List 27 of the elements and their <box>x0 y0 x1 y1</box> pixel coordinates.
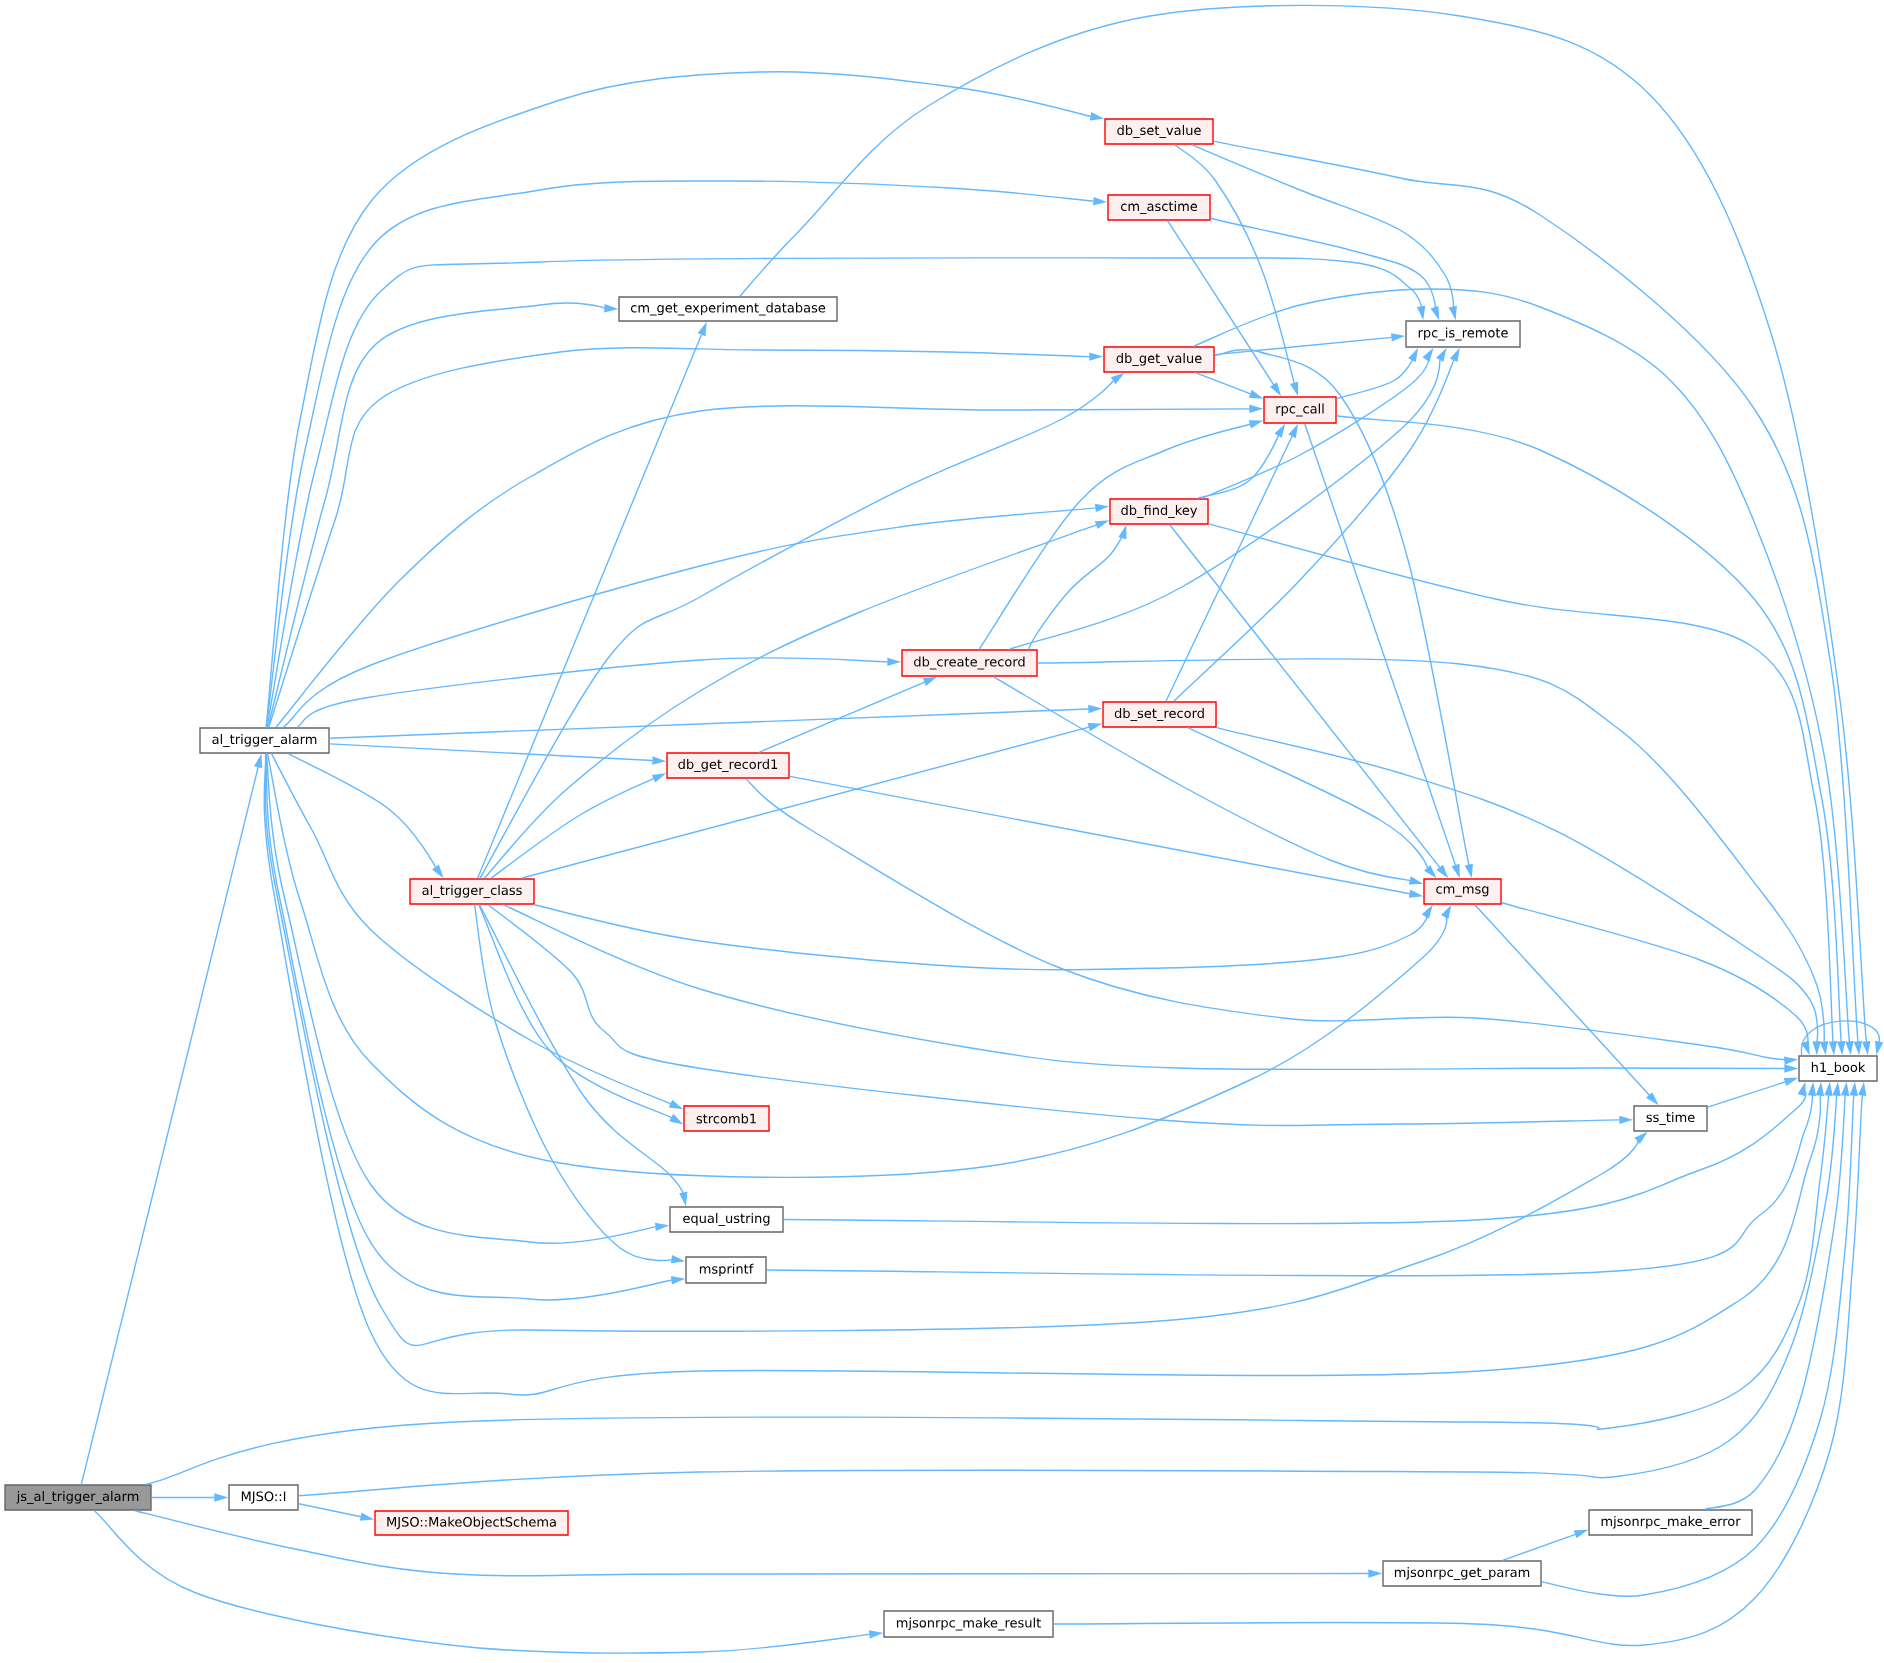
function-box: mjsonrpc_make_error <box>1588 1509 1753 1536</box>
function-box: ss_time <box>1633 1105 1708 1132</box>
function-box: db_get_record1 <box>666 752 790 779</box>
function-box: al_trigger_class <box>409 878 535 905</box>
function-box: equal_ustring <box>669 1206 784 1233</box>
function-box: al_trigger_alarm <box>199 727 330 754</box>
function-box: cm_get_experiment_database <box>618 296 838 322</box>
arrow <box>533 904 1433 971</box>
function-box: cm_msg <box>1423 878 1502 905</box>
function-box: h1_book <box>1798 1055 1878 1082</box>
function-box: rpc_call <box>1263 396 1337 424</box>
function-box: mjsonrpc_make_result <box>883 1610 1054 1638</box>
function-box: msprintf <box>685 1256 767 1284</box>
function-box: db_get_value <box>1103 346 1215 373</box>
function-box: db_set_value <box>1104 118 1214 145</box>
function-box: db_set_record <box>1102 701 1217 728</box>
function-box: mjsonrpc_get_param <box>1382 1560 1542 1587</box>
function-box: js_al_trigger_alarm <box>4 1484 152 1511</box>
function-box: MJSO::I <box>228 1484 299 1511</box>
function-box: db_find_key <box>1109 498 1209 525</box>
arrow <box>266 257 1426 728</box>
loop-arrow <box>1801 1020 1884 1056</box>
function-box: strcomb1 <box>683 1105 770 1132</box>
function-box: MJSO::MakeObjectSchema <box>374 1510 569 1536</box>
function-box: rpc_is_remote <box>1405 320 1521 348</box>
function-box: db_create_record <box>901 649 1038 677</box>
function-box: cm_asctime <box>1107 194 1211 221</box>
